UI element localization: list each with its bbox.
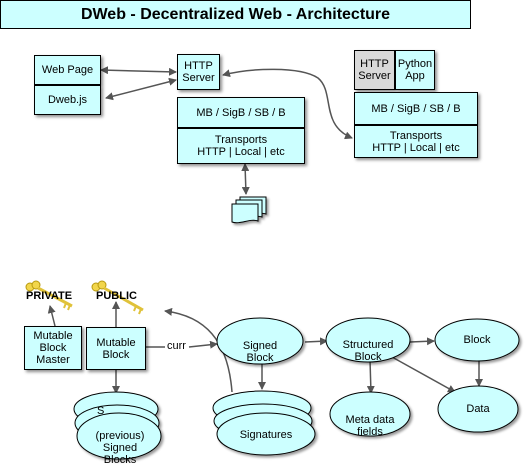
mutable-block-box: Mutable Block	[86, 327, 146, 370]
mutable-block-master-box: Mutable Block Master	[24, 326, 82, 370]
connector-structured-block	[409, 337, 435, 346]
structured-block-label: Structured Block	[342, 339, 394, 363]
signatures-ellipse-front	[216, 412, 316, 456]
layers-box-right: MB / SigB / SB / B	[354, 92, 478, 125]
signed-block-ellipse	[216, 317, 304, 365]
connector-signatures-public	[164, 307, 233, 393]
connector-curr-signed	[188, 340, 218, 349]
storage-documents-icon	[231, 196, 267, 224]
transports-box-left: Transports HTTP | Local | etc	[177, 128, 305, 164]
previous-signed-blocks-label: (previous) Signed Blocks	[95, 430, 145, 466]
dweb-js-box: Dweb.js	[34, 85, 101, 115]
signed-block-label: Signed Block	[242, 340, 278, 364]
private-key-icon	[25, 280, 73, 311]
connector-server-dwebjs	[105, 77, 177, 101]
previous-stack-peek-label: S	[97, 405, 105, 417]
data-ellipse	[437, 385, 519, 433]
http-server-box: HTTP Server	[177, 54, 220, 90]
public-key-label: PUBLIC	[96, 290, 137, 302]
connector-master-private	[47, 305, 56, 327]
public-key-icon	[91, 280, 144, 315]
transports-box-right: Transports HTTP | Local | etc	[354, 125, 478, 158]
structured-block-ellipse	[325, 317, 411, 363]
signatures-label: Signatures	[239, 429, 293, 441]
http-server-box-right: HTTP Server	[354, 50, 395, 90]
meta-data-fields-ellipse	[329, 391, 411, 437]
connector-webpage-server	[100, 66, 177, 76]
curr-label: curr	[167, 340, 186, 352]
connector-signed-structured	[304, 337, 328, 346]
data-label: Data	[466, 403, 490, 415]
layers-box-left: MB / SigB / SB / B	[177, 97, 305, 128]
connector-server-to-server	[222, 68, 353, 140]
connector-structured-data	[391, 356, 456, 393]
web-page-box: Web Page	[34, 55, 101, 85]
connector-transports-storage	[241, 163, 250, 195]
python-app-box: Python App	[395, 50, 435, 90]
connector-structured-meta	[366, 359, 375, 394]
previous-signed-block-ellipse-front	[76, 412, 162, 460]
private-key-label: PRIVATE	[26, 290, 73, 302]
block-ellipse	[434, 318, 520, 362]
diagram-title: DWeb - Decentralized Web - Architecture	[0, 0, 471, 29]
block-label: Block	[463, 334, 491, 346]
meta-data-fields-label: Meta data fields	[345, 414, 395, 438]
